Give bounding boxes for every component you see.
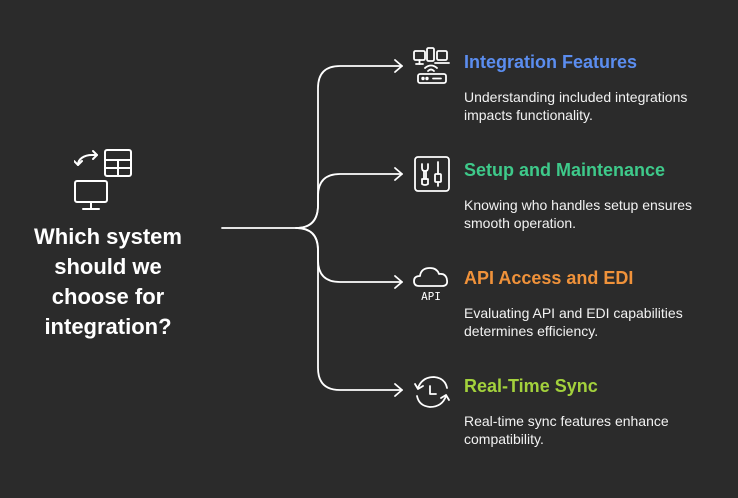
- connector-branch-2: [295, 173, 403, 229]
- item-title: API Access and EDI: [464, 268, 634, 288]
- connector-branch-3: [295, 227, 403, 283]
- arrow-head-2: [394, 167, 403, 181]
- arrow-head-3: [394, 275, 403, 289]
- monitor-sync-table-icon: [74, 149, 132, 210]
- item-description: Evaluating API and EDI capabilities dete…: [464, 305, 683, 339]
- item-description: Knowing who handles setup ensures smooth…: [464, 197, 693, 231]
- item-description: Understanding included integrations impa…: [464, 89, 688, 123]
- clock-sync-icon: [414, 376, 450, 408]
- item-title: Integration Features: [464, 52, 638, 72]
- arrow-head-4: [394, 383, 403, 397]
- devices-router-icon: [413, 47, 450, 84]
- item-title: Real-Time Sync: [464, 376, 598, 396]
- connector-branch-4: [295, 227, 403, 391]
- item-description: Real-time sync features enhance compatib…: [464, 413, 669, 447]
- item-title: Setup and Maintenance: [464, 160, 666, 180]
- tools-icon: [414, 156, 450, 192]
- arrow-head-1: [394, 59, 403, 73]
- svg-text:API: API: [421, 290, 441, 303]
- cloud-api-icon: API: [413, 267, 449, 303]
- root-question: Which system should we choose for integr…: [34, 224, 182, 339]
- connector-branch-1: [295, 65, 403, 229]
